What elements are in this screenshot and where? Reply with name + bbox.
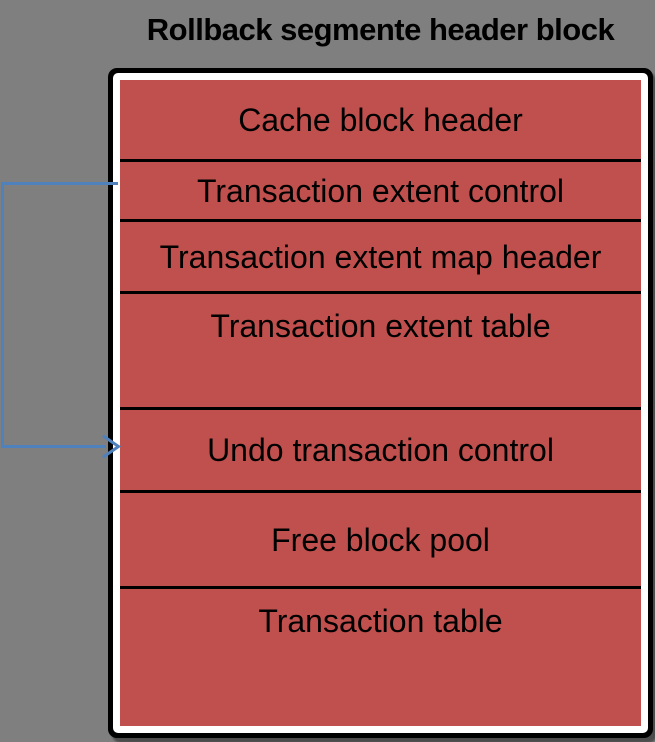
section-label: Undo transaction control [207, 432, 554, 468]
section-transaction-extent-table: Transaction extent table [120, 291, 641, 407]
section-cache-block-header: Cache block header [120, 80, 641, 159]
section-label: Transaction extent control [197, 172, 564, 209]
section-label: Transaction extent map header [159, 238, 602, 275]
section-transaction-table: Transaction table [120, 586, 641, 726]
section-transaction-extent-map-header: Transaction extent map header [120, 219, 641, 291]
section-label: Transaction table [258, 603, 503, 639]
section-label: Cache block header [238, 101, 523, 138]
section-transaction-extent-control: Transaction extent control [120, 159, 641, 219]
section-label: Free block pool [271, 521, 490, 558]
arrow-line [1, 182, 118, 448]
section-undo-transaction-control: Undo transaction control [120, 407, 641, 490]
section-free-block-pool: Free block pool [120, 490, 641, 586]
section-label: Transaction extent table [210, 308, 551, 344]
page-title: Rollback segmente header block [146, 12, 615, 47]
